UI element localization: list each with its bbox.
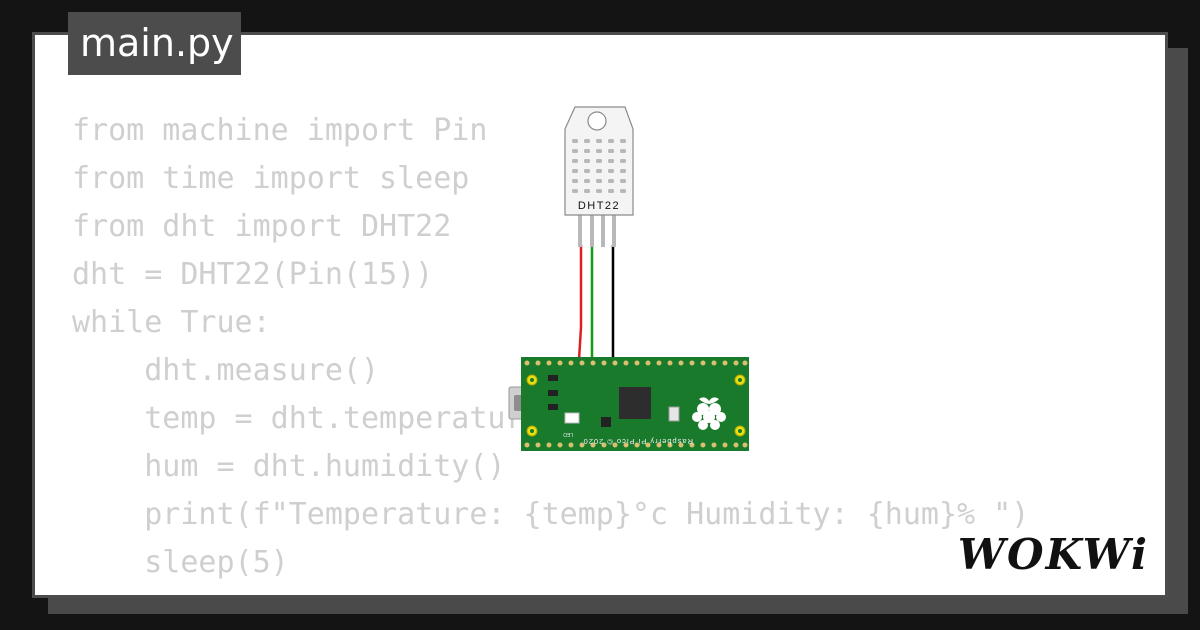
code-line: dht = DHT22(Pin(15)) xyxy=(72,257,434,292)
dht22-sensor-icon: DHT22 xyxy=(564,106,634,247)
code-block: from machine import Pin from time import … xyxy=(72,107,1029,587)
sensor-label: DHT22 xyxy=(578,200,620,212)
code-line: sleep(5) xyxy=(72,545,289,580)
raspberry-pi-pico-icon: Raspberry Pi Pico © 2020 LED xyxy=(508,357,749,451)
circuit-diagram: DHT22 xyxy=(508,106,749,451)
code-line: while True: xyxy=(72,305,271,340)
board-led-text: LED xyxy=(563,431,573,437)
code-line: dht.measure() xyxy=(72,353,380,388)
code-line: from machine import Pin xyxy=(72,113,488,148)
code-line: from time import sleep xyxy=(72,161,470,196)
preview-card: from machine import Pin from time import … xyxy=(32,32,1168,598)
code-line: print(f"Temperature: {temp}°c Humidity: … xyxy=(72,497,1030,532)
code-line: hum = dht.humidity() xyxy=(72,449,506,484)
code-line: from dht import DHT22 xyxy=(72,209,452,244)
wokwi-logo: WOKWi xyxy=(957,530,1149,579)
file-tab[interactable]: main.py xyxy=(68,12,241,75)
vcc-wire xyxy=(577,245,583,361)
board-brand-text: Raspberry Pi Pico © 2020 xyxy=(583,437,693,446)
raspberry-logo-icon xyxy=(692,397,726,430)
